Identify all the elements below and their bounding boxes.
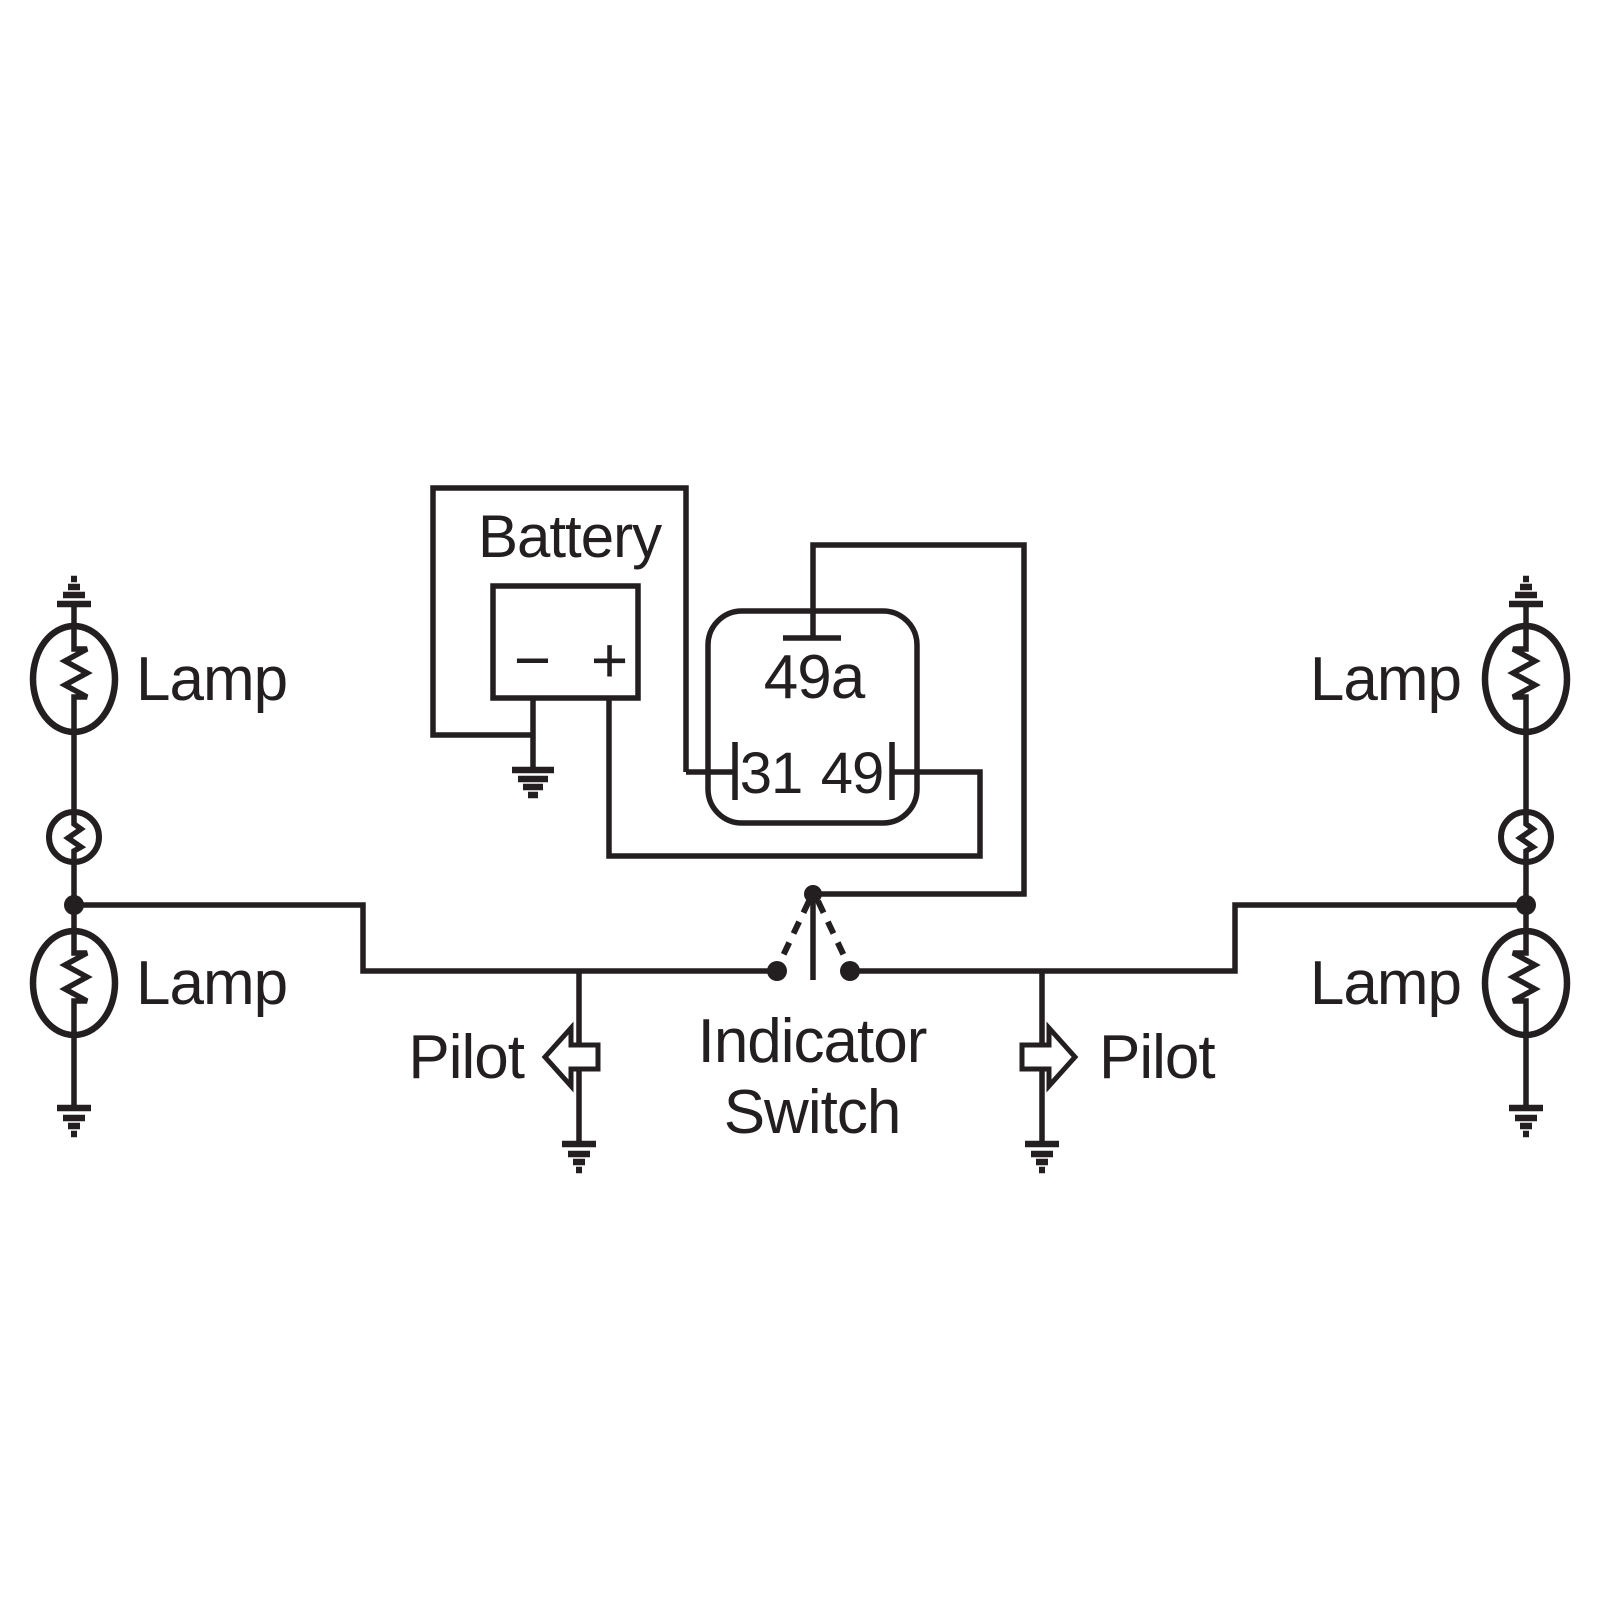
right-lamp-branch: Lamp Lamp — [1310, 575, 1571, 1138]
left-lamp-branch: Lamp Lamp — [29, 575, 288, 1138]
switch-common-dot — [804, 885, 822, 903]
filament-icon — [1507, 627, 1541, 731]
flasher-relay: 49a 31 49 — [686, 542, 1027, 897]
relay-terminal-49-label: 49 — [821, 741, 884, 806]
battery-box — [490, 583, 641, 701]
switch-throw-left — [777, 899, 812, 964]
indicator-switch: Indicator Switch — [698, 885, 928, 1147]
pilot-label-right: Pilot — [1099, 1023, 1215, 1092]
left-arrow-icon — [541, 1021, 601, 1093]
lamp-symbol-bottom-left — [29, 927, 119, 1039]
battery-positive-terminal: + — [591, 624, 627, 696]
wire-49a-to-switch — [810, 542, 1027, 897]
battery: Battery − + — [430, 485, 983, 859]
lamp-label-bottom-left: Lamp — [136, 949, 287, 1018]
wire-left-bus — [74, 902, 777, 974]
ground-icon — [562, 1140, 596, 1174]
indicator-switch-label-line2: Switch — [724, 1078, 901, 1147]
lamp-symbol-top-left — [29, 622, 119, 736]
lamp-label-bottom-right: Lamp — [1310, 949, 1461, 1018]
right-pilot-branch: Pilot — [1019, 971, 1216, 1174]
relay-terminal-31-label: 31 — [740, 741, 803, 806]
ground-icon — [57, 575, 91, 608]
wire-battery-loop — [430, 485, 689, 772]
wire-positive-to-49 — [606, 698, 983, 859]
lamp-label-top-left: Lamp — [136, 645, 287, 714]
ground-icon — [1025, 1140, 1059, 1174]
right-arrow-icon — [1019, 1021, 1079, 1093]
filament-icon — [1507, 932, 1541, 1034]
battery-negative-terminal: − — [514, 624, 550, 696]
battery-label: Battery — [478, 503, 662, 570]
lamp-label-top-right: Lamp — [1310, 645, 1461, 714]
filament-icon — [59, 627, 93, 731]
filament-icon — [59, 932, 93, 1034]
left-pilot-branch: Pilot — [408, 971, 601, 1174]
indicator-switch-label-line1: Indicator — [698, 1007, 927, 1076]
bus-wires — [74, 902, 1526, 974]
ground-icon — [1509, 575, 1543, 608]
ground-icon — [512, 766, 554, 799]
relay-terminal-49a-label: 49a — [764, 643, 866, 712]
switch-right-contact-dot — [840, 961, 860, 981]
ground-icon — [1509, 1104, 1543, 1138]
side-lamp-symbol-right — [1498, 809, 1554, 865]
switch-left-contact-dot — [767, 961, 787, 981]
lamp-symbol-top-right — [1481, 622, 1571, 736]
pilot-label-left: Pilot — [408, 1023, 524, 1092]
ground-icon — [57, 1104, 91, 1138]
lamp-symbol-bottom-right — [1481, 927, 1571, 1039]
side-lamp-symbol-left — [46, 809, 102, 865]
switch-throw-right — [815, 899, 850, 964]
filament-icon — [1515, 813, 1539, 861]
filament-icon — [63, 813, 87, 861]
